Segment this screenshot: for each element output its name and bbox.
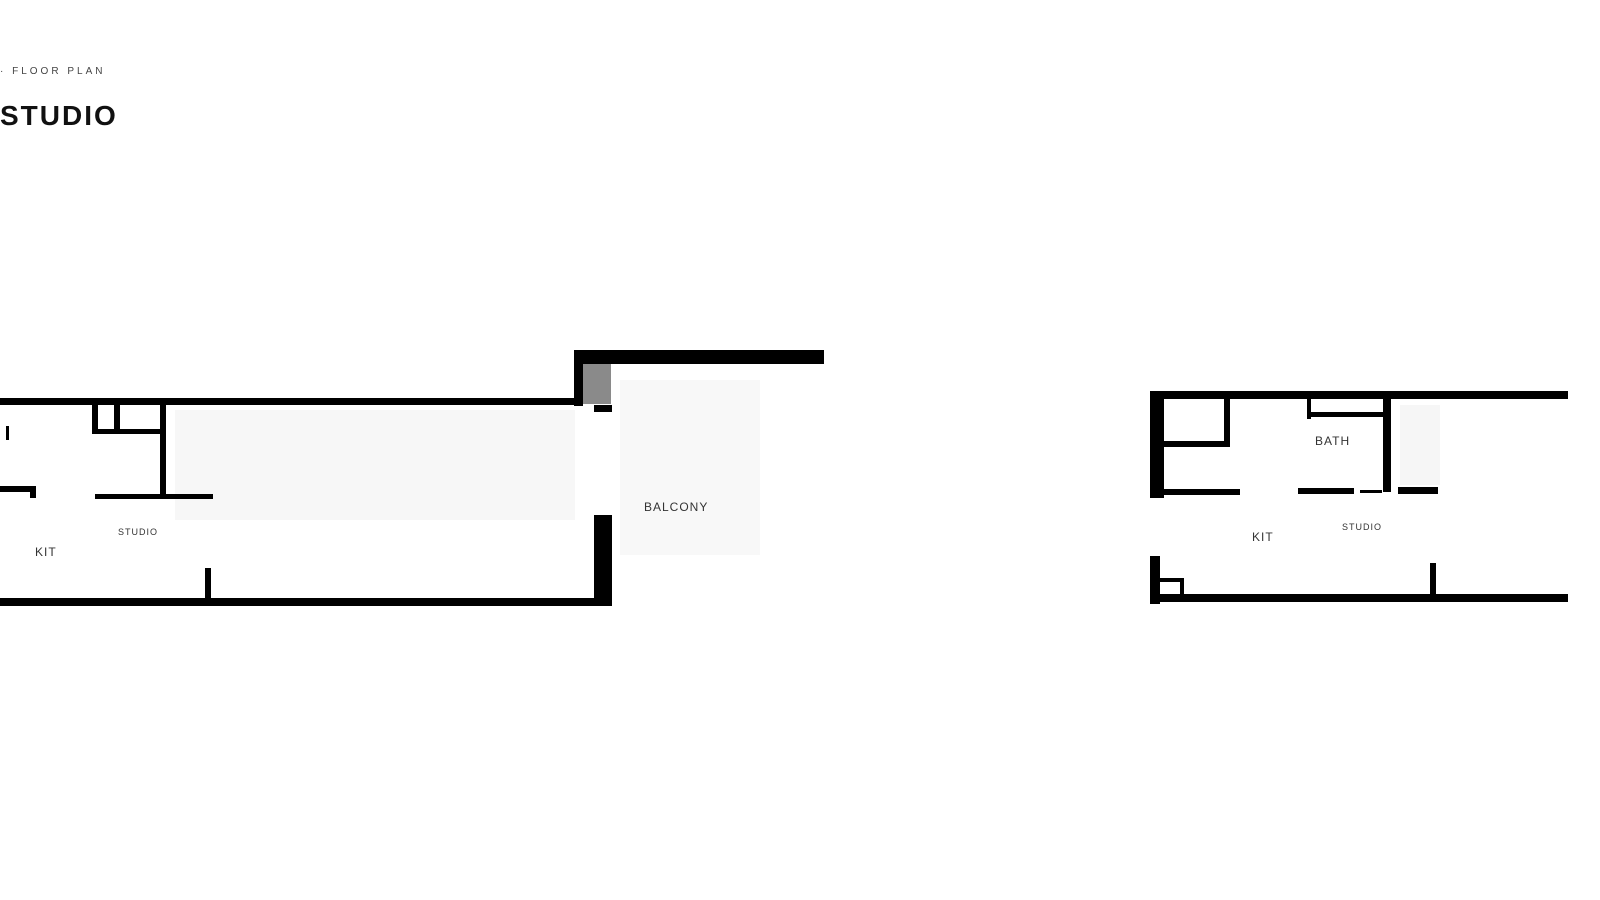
plan-a-bath-wall-bottom xyxy=(95,494,213,499)
plan-b-wall-bottom xyxy=(1150,594,1568,602)
plan-a-wall-right-lower xyxy=(594,515,612,606)
plan-b-closet-wall-right xyxy=(1224,399,1230,447)
plan-b-wall-left-upper xyxy=(1150,391,1164,498)
plan-b-wall-top xyxy=(1150,391,1568,399)
plan-a-label-studio: STUDIO xyxy=(118,527,158,537)
plan-a-partition-stub xyxy=(205,568,211,602)
plan-a-balcony-shade xyxy=(620,380,760,555)
plan-b-bath-wall-left xyxy=(1307,399,1311,419)
plan-a-column xyxy=(583,364,611,404)
floor-plan-eyebrow: · FLOOR PLAN xyxy=(0,66,106,77)
plan-b-bath-wall-right xyxy=(1383,399,1391,492)
plan-b-wall-left-lower xyxy=(1150,556,1160,604)
plan-a-balcony-rail xyxy=(574,350,824,364)
plan-a-wall-bottom xyxy=(0,598,612,606)
plan-b-bath-wall-bottom-c xyxy=(1398,487,1438,494)
plan-title: STUDIO xyxy=(0,100,118,131)
plan-a-entry-jamb xyxy=(30,486,36,498)
plan-b-entry-step xyxy=(1160,578,1184,582)
plan-b-kitchen-wall xyxy=(1164,489,1240,495)
plan-a-interior-shade xyxy=(175,410,575,520)
plan-b-interior-shade xyxy=(1400,405,1440,485)
plan-a-closet-wall-bottom xyxy=(92,429,164,434)
plan-a-entry-wall xyxy=(0,486,34,492)
plan-b-label-studio: STUDIO xyxy=(1342,522,1382,532)
plan-b-label-kit: KIT xyxy=(1252,530,1274,544)
plan-a-label-kit: KIT xyxy=(35,545,57,559)
plan-a-label-balcony: BALCONY xyxy=(644,500,708,514)
plan-a-balcony-post xyxy=(574,350,583,406)
plan-b-entry-jamb xyxy=(1180,578,1184,596)
plan-a-wall-top xyxy=(0,398,580,405)
plan-b-partition-stub xyxy=(1430,563,1436,600)
plan-b-bath-wall-bottom-a xyxy=(1298,488,1354,494)
plan-a-door-mark xyxy=(6,426,9,440)
floor-plan-a: KIT STUDIO BALCONY xyxy=(0,350,824,606)
plan-b-closet-wall-bottom xyxy=(1164,441,1228,447)
plan-a-bath-wall-right xyxy=(160,405,166,497)
plan-b-bath-vanity xyxy=(1310,412,1386,417)
plan-b-label-bath: BATH xyxy=(1315,434,1350,448)
plan-b-bath-wall-bottom-b xyxy=(1360,490,1382,493)
floor-plan-b: BATH KIT STUDIO xyxy=(1150,391,1568,604)
plan-a-closet-wall-mid xyxy=(114,405,120,433)
plan-a-wall-right-stub xyxy=(594,405,612,412)
plan-a-closet-wall-left xyxy=(92,405,98,433)
